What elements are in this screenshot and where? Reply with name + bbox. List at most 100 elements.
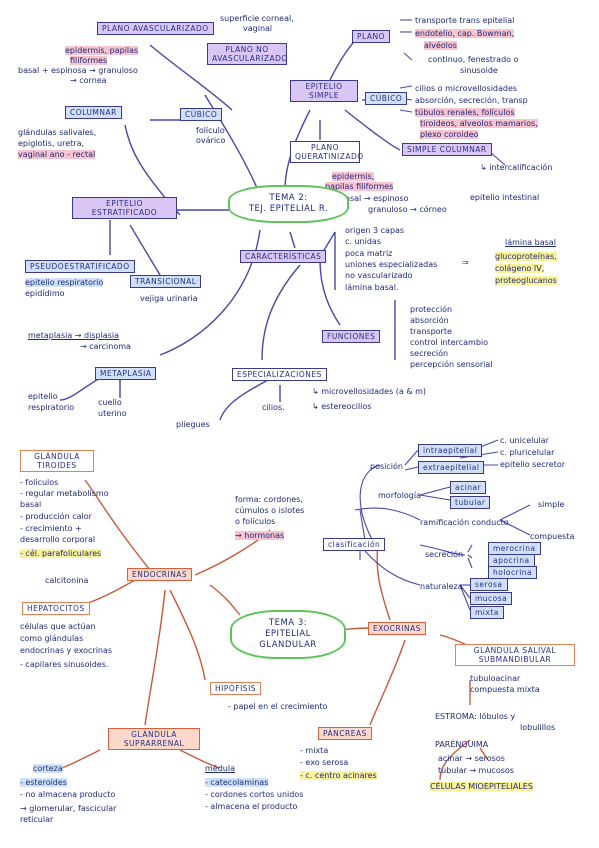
plano-queratinizado-box: PLANO QUERATINIZADO xyxy=(290,141,363,163)
hepatocitos-item-0: células que actúan xyxy=(20,622,96,631)
caracteristicas-item-1: c. unidas xyxy=(345,237,381,246)
medula-item-1: - cordones cortos unidos xyxy=(205,790,304,799)
cubico-right-item-2: túbulos renales, folículos xyxy=(415,108,515,117)
hormonas-label: → hormonas xyxy=(235,531,285,540)
exocrinas-box: EXOCRINAS xyxy=(368,622,426,635)
tiroides-item-4: - crecimiento + xyxy=(20,524,82,533)
corteza-item-2: → glomerular, fascicular xyxy=(20,804,117,813)
plano-right-item-0: transporte trans epitelial xyxy=(415,16,515,25)
esp-cilios: cilios. xyxy=(262,403,285,412)
hepatocitos-item-3: - capilares sinusoides. xyxy=(20,660,109,669)
lamina-item-2: proteoglucanos xyxy=(495,276,557,285)
cubico-right-item-4: plexo coroideo xyxy=(420,130,479,139)
funciones-item-1: absorción xyxy=(410,316,449,325)
esp-micro: ↳ microvellosidades (a & m) xyxy=(312,387,427,396)
salival-desc-2: compuesta mixta xyxy=(470,685,540,694)
pseudoestratificado-box: PSEUDOESTRATIFICADO xyxy=(25,260,135,273)
glandula-salival-box: GLÁNDULA SALIVAL SUBMANDIBULAR xyxy=(455,644,575,666)
parenquima-label: PARÉNQUIMA xyxy=(435,740,489,749)
tiroides-item-1: - regular metabolismo xyxy=(20,489,109,498)
celulas-mioepiteliales: CÉLULAS MIOEPITELIALES xyxy=(430,782,533,791)
caracteristicas-item-4: no vascularizado xyxy=(345,271,413,280)
funciones-item-2: transporte xyxy=(410,327,452,336)
caracteristicas-item-5: lámina basal. xyxy=(345,283,399,292)
lamina-basal-title: lámina basal xyxy=(505,238,556,247)
simple-columnar-item-0: ↳ intercalificación xyxy=(480,163,553,172)
esp-estereo: ↳ estereocilios xyxy=(312,402,372,411)
secrecion-label: secreción xyxy=(425,550,464,559)
pancreas-item-1: - exo serosa xyxy=(300,758,349,767)
transicional-box: TRANSICIONAL xyxy=(130,275,202,288)
caracteristicas-item-3: uniones especializadas xyxy=(345,260,438,269)
metaplasia-line-2: → carcinoma xyxy=(80,342,131,351)
estroma-label-2: lobulillos xyxy=(520,723,556,732)
cubico-right-item-1: absorción, secreción, transp xyxy=(415,96,528,105)
acinar-box: acinar xyxy=(450,481,487,494)
plano-avascular-item-1: filiformes xyxy=(70,56,108,65)
hepatocitos-item-1: como glándulas xyxy=(20,634,84,643)
funciones-item-0: protección xyxy=(410,305,453,314)
tiroides-item-2: basal xyxy=(20,500,42,509)
columnar-box: COLUMNAR xyxy=(65,106,122,119)
tiroides-item-5: desarrollo corporal xyxy=(20,535,96,544)
simple-columnar-box: SIMPLE COLUMNAR xyxy=(402,143,492,156)
tubular-box: tubular xyxy=(450,496,491,509)
plano-avascular-item-0: epidermis, papilas xyxy=(65,46,139,55)
metaplasia-line-1: metaplasia → displasia xyxy=(28,331,120,340)
cubico-right-item-0: cilios o microvellosidades xyxy=(415,84,518,93)
especializaciones-box: ESPECIALIZACIONES xyxy=(232,368,327,381)
ramificacion-label: ramificación conducto xyxy=(420,518,509,527)
plano-right-item-4: sinusoide xyxy=(460,66,498,75)
posicion-item-1: c. pluricelular xyxy=(500,448,555,457)
endocrinas-box: ENDOCRINAS xyxy=(127,568,193,581)
funciones-item-3: control intercambio xyxy=(410,338,489,347)
queratinizado-item-1: papilas filiformes xyxy=(325,182,394,191)
superficie-label: superficie corneal, xyxy=(220,14,294,23)
transicional-item: vejiga urinaria xyxy=(140,294,198,303)
mixta-box: mixta xyxy=(470,606,504,619)
epitelio-estratificado-box: EPITELIO ESTRATIFICADO xyxy=(72,197,177,219)
columnar-item-0: glándulas salivales, xyxy=(18,128,97,137)
medula-item-0: - catecolaminas xyxy=(205,778,269,787)
glandula-tiroides-box: GLÁNDULA TIROIDES xyxy=(20,450,94,472)
lamina-item-1: colágeno IV, xyxy=(495,264,545,273)
simple-columnar-item-1: epitelio intestinal xyxy=(470,193,540,202)
naturaleza-label: naturaleza xyxy=(420,582,463,591)
glandula-suprarrenal-box: GLÁNDULA SUPRARRENAL xyxy=(108,728,200,750)
cubico-right-item-3: tiroideos, alveolos mamarios, xyxy=(420,119,538,128)
posicion-item-0: c. unicelular xyxy=(500,436,549,445)
caracteristicas-item-0: origen 3 capas xyxy=(345,226,405,235)
columnar-item-1: epiglotis, uretra, xyxy=(18,139,85,148)
tema2-title-2: TEJ. EPITELIAL R. xyxy=(248,204,329,214)
funciones-item-4: secreción xyxy=(410,349,449,358)
acinar-serosos: acinar → serosos xyxy=(438,754,505,763)
tema3-title-2: EPITELIAL GLANDULAR xyxy=(259,629,317,650)
forma-label-2: cúmulos o islotes xyxy=(235,506,305,515)
posicion-label: posición xyxy=(370,462,403,471)
tema3-title-1: TEMA 3: xyxy=(268,618,308,628)
plano-right-box: PLANO xyxy=(352,30,391,43)
calcitonina-label: calcitonina xyxy=(45,576,89,585)
hepatocitos-item-2: endocrinas y exocrinas xyxy=(20,646,113,655)
esp-pliegues: pliegues xyxy=(176,420,210,429)
simple-label: simple xyxy=(538,500,565,509)
cubico-left-box: CÚBICO xyxy=(180,108,223,121)
pseudo-item-1: epidídimo xyxy=(25,289,65,298)
corteza-item-1: - no almacena producto xyxy=(20,790,116,799)
columnar-item-2: vaginal ano - rectal xyxy=(18,150,96,159)
medula-label: médula xyxy=(205,764,235,773)
posicion-item-2: epitelio secretor xyxy=(500,460,566,469)
forma-label: forma: cordones, xyxy=(235,495,303,504)
cubico-left-item-0: folículo xyxy=(196,126,225,135)
serosa-box: serosa xyxy=(470,578,508,591)
metaplasia-left-1: respiratorio xyxy=(28,403,75,412)
hipofisis-box: HIPÓFISIS xyxy=(210,682,262,695)
cubico-left-item-1: ovárico xyxy=(196,136,226,145)
pancreas-item-2: - c. centro acinares xyxy=(300,771,377,780)
corteza-item-0: - esteroides xyxy=(20,778,67,787)
epitelio-simple-box: EPITELIO SIMPLE xyxy=(290,80,358,102)
hepatocitos-box: HEPATOCITOS xyxy=(22,602,90,615)
queratinizado-item-3: granuloso → córneo xyxy=(368,205,447,214)
pseudo-item-0: epitelio respiratorio xyxy=(25,278,104,287)
caracteristicas-item-2: poca matriz xyxy=(345,249,393,258)
